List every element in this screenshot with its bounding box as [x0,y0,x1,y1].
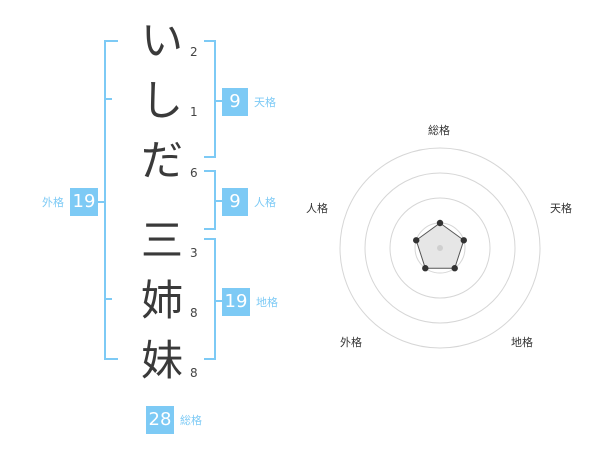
stroke-count-1: 2 [190,45,198,59]
tenkaku-label: 天格 [254,96,276,109]
gaikaku-label: 外格 [42,196,64,209]
jinkaku-badge: 9 [222,188,248,216]
radar-label-jinkaku: 人格 [306,202,328,215]
radar-label-soukaku: 総格 [428,124,450,137]
stroke-count-5: 8 [190,306,198,320]
radar-center [437,245,443,251]
stroke-count-6: 8 [190,366,198,380]
radar-point-3 [451,265,458,272]
radar-point-1 [436,219,444,227]
chikaku-badge: 19 [222,288,250,316]
name-char-3: だ [140,136,183,185]
radar-point-2 [460,237,467,244]
name-char-6: 妹 [140,336,183,385]
radar-ring-3 [364,172,516,324]
radar-point-4 [422,265,429,272]
name-char-4: 三 [140,216,183,265]
radar-label-tenkaku: 天格 [550,202,572,215]
chikaku-label: 地格 [256,296,278,309]
radar-ring-2 [389,197,491,299]
jinkaku-label: 人格 [254,196,276,209]
soukaku-label: 総格 [180,414,202,427]
radar-label-gaikaku: 外格 [340,336,362,349]
name-char-5: 姉 [140,276,183,325]
stroke-count-4: 3 [190,246,198,260]
name-char-1: い [140,16,183,65]
radar-point-5 [413,237,420,244]
radar-label-chikaku: 地格 [511,336,533,349]
stroke-count-2: 1 [190,105,198,119]
soukaku-badge: 28 [146,406,174,434]
tenkaku-badge: 9 [222,88,248,116]
stroke-count-3: 6 [190,166,198,180]
gaikaku-badge: 19 [70,188,98,216]
name-char-2: し [140,76,183,125]
radar-ring-4 [339,147,541,349]
